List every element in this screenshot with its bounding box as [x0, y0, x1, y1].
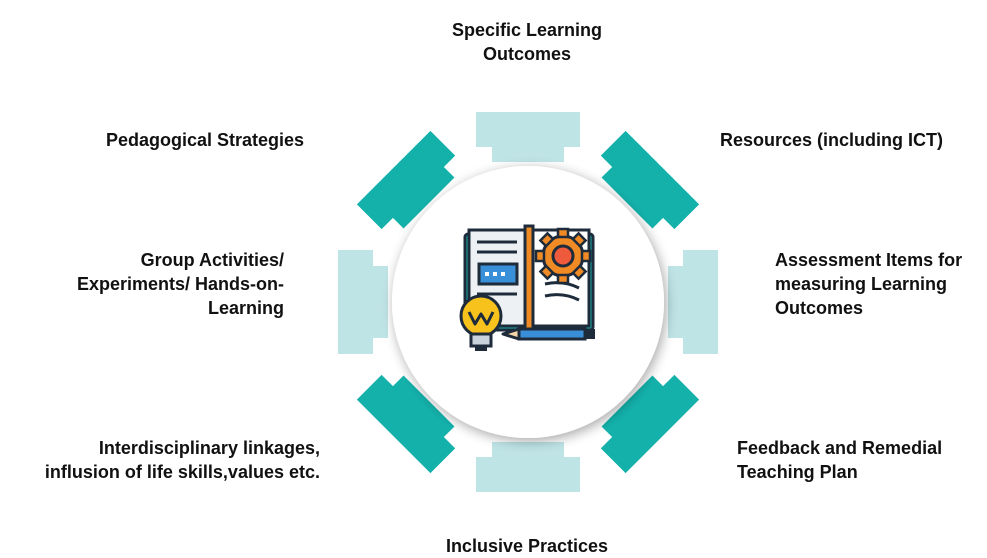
label-top-left: Pedagogical Strategies [106, 130, 305, 150]
label-bottom-left: Interdisciplinary linkages, influsion of… [44, 438, 320, 482]
label-bottom: Inclusive Practices [445, 536, 609, 556]
label-right: Assessment Items for measuring Learning … [775, 250, 963, 318]
label-left: Group Activities/ Experiments/ Hands-on-… [76, 250, 284, 318]
gear-tooth-left [338, 250, 388, 354]
book-lightbulb-gear-pencil-icon [459, 224, 595, 351]
gear-tooth-right [668, 250, 718, 354]
gear-tooth-bottom [476, 442, 580, 492]
label-top: Specific Learning Outcomes [451, 20, 603, 64]
gear-tooth-top [476, 112, 580, 162]
label-bottom-right: Feedback and Remedial Teaching Plan [737, 438, 943, 482]
label-top-right: Resources (including ICT) [720, 130, 944, 150]
